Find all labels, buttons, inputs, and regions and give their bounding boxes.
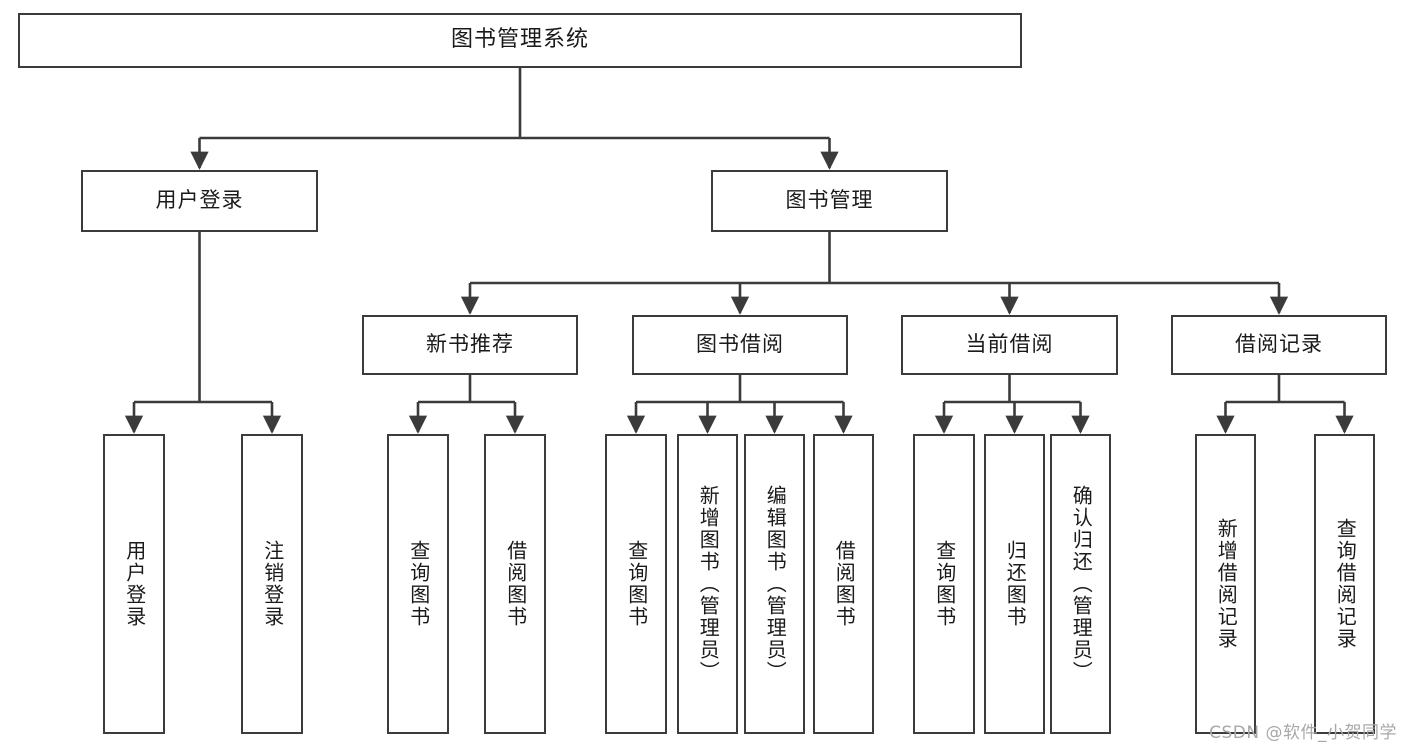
node-leaf-rec-1[interactable]: 新增借阅记录 — [1195, 434, 1256, 734]
node-label: 借阅图书 — [832, 540, 857, 628]
node-label: 图书管理 — [785, 188, 874, 213]
node-leaf-cur-1[interactable]: 查询图书 — [913, 434, 975, 734]
node-label: 借阅图书 — [503, 540, 528, 628]
node-root[interactable]: 图书管理系统 — [18, 13, 1022, 68]
node-borrow[interactable]: 图书借阅 — [632, 315, 848, 375]
node-leaf-new-1[interactable]: 查询图书 — [387, 434, 449, 734]
node-label: 新增图书（管理员） — [696, 485, 721, 683]
node-label: 查询图书 — [406, 540, 431, 628]
node-label: 编辑图书（管理员） — [763, 485, 788, 683]
node-current[interactable]: 当前借阅 — [901, 315, 1118, 375]
node-leaf-rec-2[interactable]: 查询借阅记录 — [1314, 434, 1375, 734]
node-leaf-bor-2[interactable]: 新增图书（管理员） — [677, 434, 738, 734]
node-label: 图书借阅 — [696, 332, 784, 357]
node-label: 查询图书 — [624, 540, 649, 628]
node-leaf-login-2[interactable]: 注销登录 — [241, 434, 303, 734]
node-label: 图书管理系统 — [450, 27, 589, 53]
node-login[interactable]: 用户登录 — [81, 170, 318, 232]
node-label: 当前借阅 — [965, 332, 1054, 357]
node-leaf-login-1[interactable]: 用户登录 — [103, 434, 165, 734]
node-label: 确认归还（管理员） — [1069, 485, 1094, 683]
node-label: 注销登录 — [260, 540, 285, 628]
node-label: 借阅记录 — [1235, 332, 1323, 357]
node-leaf-bor-4[interactable]: 借阅图书 — [813, 434, 874, 734]
node-leaf-new-2[interactable]: 借阅图书 — [484, 434, 546, 734]
node-label: 新增借阅记录 — [1214, 518, 1239, 650]
node-label: 归还图书 — [1003, 540, 1028, 628]
node-label: 用户登录 — [122, 540, 147, 628]
node-bookmgr[interactable]: 图书管理 — [711, 170, 948, 232]
node-leaf-cur-3[interactable]: 确认归还（管理员） — [1050, 434, 1111, 734]
node-leaf-cur-2[interactable]: 归还图书 — [984, 434, 1045, 734]
node-label: 用户登录 — [155, 188, 244, 213]
node-leaf-bor-1[interactable]: 查询图书 — [605, 434, 667, 734]
node-newbook[interactable]: 新书推荐 — [362, 315, 578, 375]
watermark-label: CSDN @软件_小贺同学 — [1209, 723, 1397, 743]
node-records[interactable]: 借阅记录 — [1171, 315, 1387, 375]
node-leaf-bor-3[interactable]: 编辑图书（管理员） — [744, 434, 805, 734]
node-label: 查询借阅记录 — [1333, 518, 1358, 650]
node-label: 查询图书 — [932, 540, 957, 628]
node-label: 新书推荐 — [426, 332, 514, 357]
